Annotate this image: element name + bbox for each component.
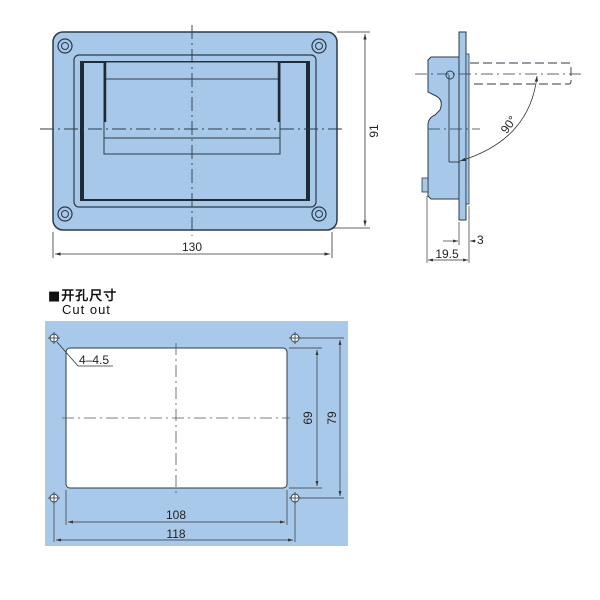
hole-size-label: 4–4.5 — [79, 353, 109, 367]
cutout-section-title: ■开孔尺寸 — [48, 289, 118, 304]
front-view — [40, 25, 370, 258]
screw-hole-icon — [57, 38, 327, 222]
cutout-view — [45, 321, 348, 546]
width-dimension-label: 130 — [182, 240, 202, 254]
side-view — [415, 31, 582, 263]
height-dimension-label: 91 — [367, 124, 381, 138]
outer-width-label: 118 — [166, 527, 185, 541]
inner-height-label: 69 — [301, 411, 315, 425]
cutout-section-subtitle: Cut out — [62, 302, 111, 317]
outer-height-label: 79 — [325, 411, 339, 425]
inner-width-label: 108 — [166, 508, 186, 522]
mount-hole-icon — [48, 332, 301, 504]
depth-label: 19.5 — [435, 247, 459, 261]
angle-label: 90° — [498, 113, 520, 136]
thickness-label: 3 — [477, 233, 484, 247]
